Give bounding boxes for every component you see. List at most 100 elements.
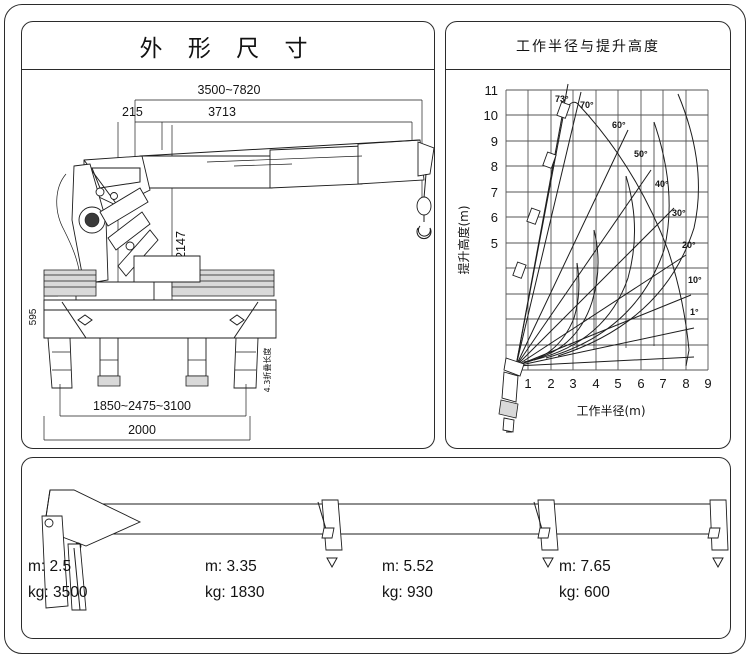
boom-joint-2	[533, 499, 559, 569]
joint-2-marker-triangle	[542, 557, 554, 569]
silhouette-boom-marker-3	[542, 151, 557, 169]
outrigger-leg-4	[233, 337, 259, 389]
dim-boom-length: 3713	[208, 105, 236, 119]
arc-boom-2	[523, 229, 599, 363]
dim-outrigger-span: 1850~2475~3100	[93, 399, 191, 413]
angle-label-10: 10°	[688, 275, 702, 285]
silhouette-boom-marker-2	[526, 207, 541, 225]
xtick-6: 6	[637, 376, 644, 391]
dim-line-outrigger-span	[59, 384, 247, 417]
load-capacity-2: kg: 1830	[205, 584, 265, 601]
chart-crane-silhouette	[498, 101, 571, 433]
silhouette-outrigger	[502, 417, 515, 433]
chart-y-axis-label: 提升高度(m)	[456, 205, 471, 274]
working-range-chart: 11 10 9 8 7 6 5 1 2 3 4 5 6 7 8	[456, 83, 712, 433]
ytick-8: 8	[491, 159, 498, 174]
drawing-sheet: 外 形 尺 寸 3500~7820 3713 215	[4, 4, 746, 654]
arc-boom-3	[533, 175, 636, 361]
outrigger-leg-1	[47, 337, 73, 389]
load-radius-3: m: 5.52	[382, 558, 434, 575]
silhouette-boom-marker-4	[556, 101, 571, 119]
boom-top-rail	[139, 139, 421, 157]
boom-joint-1	[317, 499, 343, 569]
ray-40	[515, 207, 675, 367]
ytick-11: 11	[485, 83, 499, 98]
load-chart-drawing	[41, 489, 729, 611]
dim-line-width	[43, 416, 251, 441]
ray-30	[515, 254, 687, 367]
panel-chart-body: 11 10 9 8 7 6 5 1 2 3 4 5 6 7 8	[446, 70, 730, 448]
silhouette-knuckle	[503, 357, 525, 377]
xtick-4: 4	[592, 376, 599, 391]
load-cell-2: m: 3.35 kg: 1830	[199, 554, 376, 606]
panel-load-chart: m: 2.5 kg: 3500 m: 3.35 kg: 1830 m: 5.52…	[21, 457, 731, 639]
silhouette-base	[498, 399, 519, 419]
hook-icon	[416, 225, 432, 240]
angle-label-70: 70°	[580, 100, 594, 110]
beam-marker-left	[77, 314, 93, 326]
boom-joint-3	[707, 499, 729, 569]
outrigger-pad-3	[185, 375, 209, 387]
cylinder-rod	[73, 547, 81, 611]
beam-marker-right	[229, 314, 245, 326]
valve-stack-left	[43, 269, 97, 297]
boom-tip	[417, 141, 434, 177]
panel-working-range-chart: 工作半径与提升高度	[445, 21, 731, 449]
ytick-6: 6	[491, 210, 498, 225]
angle-label-40: 40°	[655, 179, 669, 189]
angle-label-50: 50°	[634, 149, 648, 159]
outrigger-leg-3	[187, 337, 207, 377]
hook-rope	[423, 173, 427, 199]
joint-3-hook	[707, 527, 721, 539]
pin-mid	[110, 192, 118, 200]
boom-inner-line	[206, 155, 363, 163]
panel-outline-title: 外 形 尺 寸	[22, 22, 434, 70]
panel-outline-dimensions: 外 形 尺 寸 3500~7820 3713 215	[21, 21, 435, 449]
ytick-10: 10	[484, 108, 498, 123]
chart-drop-tails	[576, 122, 655, 350]
control-box	[133, 255, 201, 283]
boom-section-outer	[357, 139, 425, 185]
outrigger-leg-2	[99, 337, 119, 377]
dim-fold-note: 4.3折叠长度	[262, 348, 272, 393]
angle-label-20: 20°	[682, 240, 696, 250]
arc-boom-5	[557, 93, 699, 357]
ray-10	[515, 327, 695, 367]
column-pin-upper	[44, 518, 54, 528]
xtick-9: 9	[704, 376, 711, 391]
chart-gridlines	[505, 89, 709, 371]
boom-detail-line-1	[233, 163, 293, 167]
pin-upper	[95, 187, 105, 197]
hook-block	[416, 196, 432, 216]
knuckle-gusset	[91, 167, 141, 189]
panel-chart-title-text: 工作半径与提升高度	[516, 38, 660, 55]
panel-outline-title-text: 外 形 尺 寸	[139, 35, 317, 62]
gusset-right	[233, 301, 259, 339]
load-cell-4: m: 7.65 kg: 600	[553, 554, 730, 606]
angle-label-73: 73°	[555, 94, 569, 104]
load-column	[41, 515, 69, 609]
load-capacity-1: kg: 3500	[28, 584, 88, 601]
ray-1	[515, 356, 695, 367]
ray-50	[515, 169, 652, 367]
silhouette-column	[501, 371, 519, 403]
joint-1-marker-triangle	[326, 557, 338, 569]
load-capacity-3: kg: 930	[382, 584, 433, 601]
angle-label-1: 1°	[690, 307, 699, 317]
load-cell-1: m: 2.5 kg: 3500	[22, 554, 199, 606]
lift-cylinder-1	[99, 187, 149, 227]
ray-20	[515, 294, 692, 367]
arc-boom-4	[545, 121, 670, 359]
load-capacity-4: kg: 600	[559, 584, 610, 601]
ray-70	[515, 91, 582, 367]
dim-boom-range: 3500~7820	[198, 83, 261, 97]
xtick-2: 2	[547, 376, 554, 391]
chart-reach-arcs	[517, 93, 699, 365]
load-values-row: m: 2.5 kg: 3500 m: 3.35 kg: 1830 m: 5.52…	[22, 554, 730, 606]
load-radius-1: m: 2.5	[28, 558, 72, 575]
ytick-5: 5	[491, 236, 498, 251]
slew-bearing-inner	[84, 212, 100, 228]
joint-1-hook	[321, 527, 335, 539]
panel-chart-title: 工作半径与提升高度	[446, 22, 730, 70]
valve-stack-lines	[44, 274, 96, 288]
